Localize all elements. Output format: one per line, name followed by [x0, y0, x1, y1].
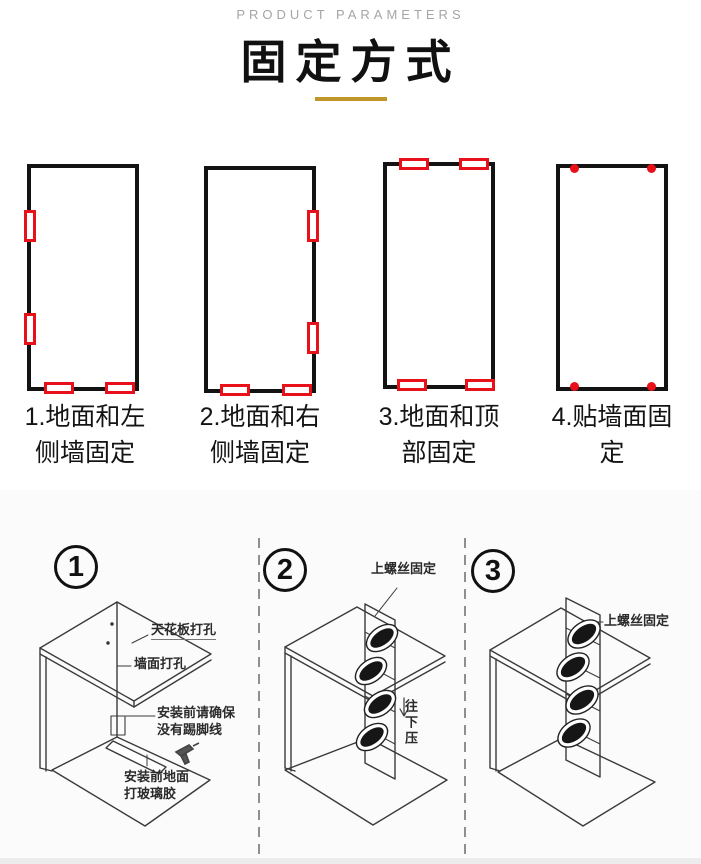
ceiling-panel-thickness: [39, 647, 212, 708]
caption-line: 侧墙固定: [209, 439, 310, 467]
dashed-divider: [464, 538, 466, 856]
floor-panel: [284, 737, 448, 826]
fixing-dot-icon: [647, 164, 656, 173]
method-2-diagram: [204, 166, 319, 396]
wall-drill-label: 墙面打孔: [134, 656, 187, 671]
caption-line: 部固定: [401, 439, 477, 467]
fixing-clip-icon: [397, 379, 427, 391]
fixing-dot-icon: [570, 382, 579, 391]
skirting-note-label: 安装前请确保 没有踢脚线: [157, 705, 236, 737]
wall-bracket: [110, 715, 126, 736]
caption-line: 1.地面和左: [24, 403, 146, 431]
fixing-clip-icon: [307, 322, 319, 354]
dashed-divider: [258, 538, 260, 856]
caption-line: 2.地面和右: [199, 403, 321, 431]
top-panel-thickness: [489, 649, 651, 707]
left-wall: [284, 652, 296, 772]
method-1-diagram: [24, 164, 139, 394]
screw-fix-label: 上螺丝固定: [604, 613, 670, 628]
drill-hole-dot: [106, 641, 110, 645]
method-4-caption: 4.贴墙面固 定: [527, 399, 697, 471]
leader-line: [131, 634, 149, 644]
fixing-clip-icon: [24, 313, 36, 345]
method-2-caption: 2.地面和右 侧墙固定: [175, 399, 345, 471]
glue-strip: [105, 740, 167, 775]
caption-line: 3.地面和顶: [378, 403, 500, 431]
step-number-badge: 3: [471, 549, 515, 593]
glue-note-label: 安装前地面 打玻璃胶: [124, 769, 190, 801]
screw-hole-ellipses: [556, 619, 601, 748]
fixing-clip-icon: [105, 382, 135, 394]
fixing-clip-icon: [399, 158, 429, 170]
fixing-dot-icon: [647, 382, 656, 391]
method-3-caption: 3.地面和顶 部固定: [354, 399, 524, 471]
step-2-cabinet-line-art: [284, 587, 448, 826]
step-3-cabinet-line-art: [489, 597, 656, 827]
fixing-clip-icon: [465, 379, 495, 391]
ceiling-panel: [39, 601, 212, 702]
fixing-clip-icon: [44, 382, 74, 394]
fixing-clip-icon: [220, 384, 250, 396]
page-title: 固定方式: [240, 37, 461, 88]
title-underline: [315, 97, 387, 101]
left-wall: [39, 653, 53, 772]
caption-line: 4.贴墙面固: [551, 403, 673, 431]
bottom-edge-strip: [0, 858, 701, 864]
caption-line: 侧墙固定: [34, 439, 135, 467]
eyebrow-text: PRODUCT PARAMETERS: [236, 7, 465, 22]
leader-line: [374, 587, 398, 617]
glue-gun-icon: [174, 742, 200, 766]
left-wall: [489, 655, 501, 772]
method-1-caption: 1.地面和左 侧墙固定: [0, 399, 170, 471]
press-down-arrow-icon: [399, 697, 409, 717]
fixing-clip-icon: [459, 158, 489, 170]
fixing-clip-icon: [282, 384, 312, 396]
method-3-diagram: [383, 158, 495, 391]
ceiling-drill-label: 天花板打孔: [151, 621, 217, 640]
screw-hole-ellipses: [354, 623, 399, 752]
fixing-clip-icon: [24, 210, 36, 242]
step-1-cabinet-line-art: [39, 601, 212, 827]
drill-hole-dot: [110, 622, 114, 626]
screw-fix-label: 上螺丝固定: [371, 561, 437, 576]
floor-panel: [497, 737, 656, 827]
press-down-label: 往下压: [403, 699, 418, 747]
caption-line: 定: [599, 439, 625, 467]
fixing-clip-icon: [307, 210, 319, 242]
step-number-badge: 1: [54, 545, 98, 589]
fixing-dot-icon: [570, 164, 579, 173]
floor-panel: [51, 736, 211, 827]
step-number-badge: 2: [263, 548, 307, 592]
top-panel-thickness: [284, 646, 446, 703]
method-4-diagram: [556, 164, 668, 391]
